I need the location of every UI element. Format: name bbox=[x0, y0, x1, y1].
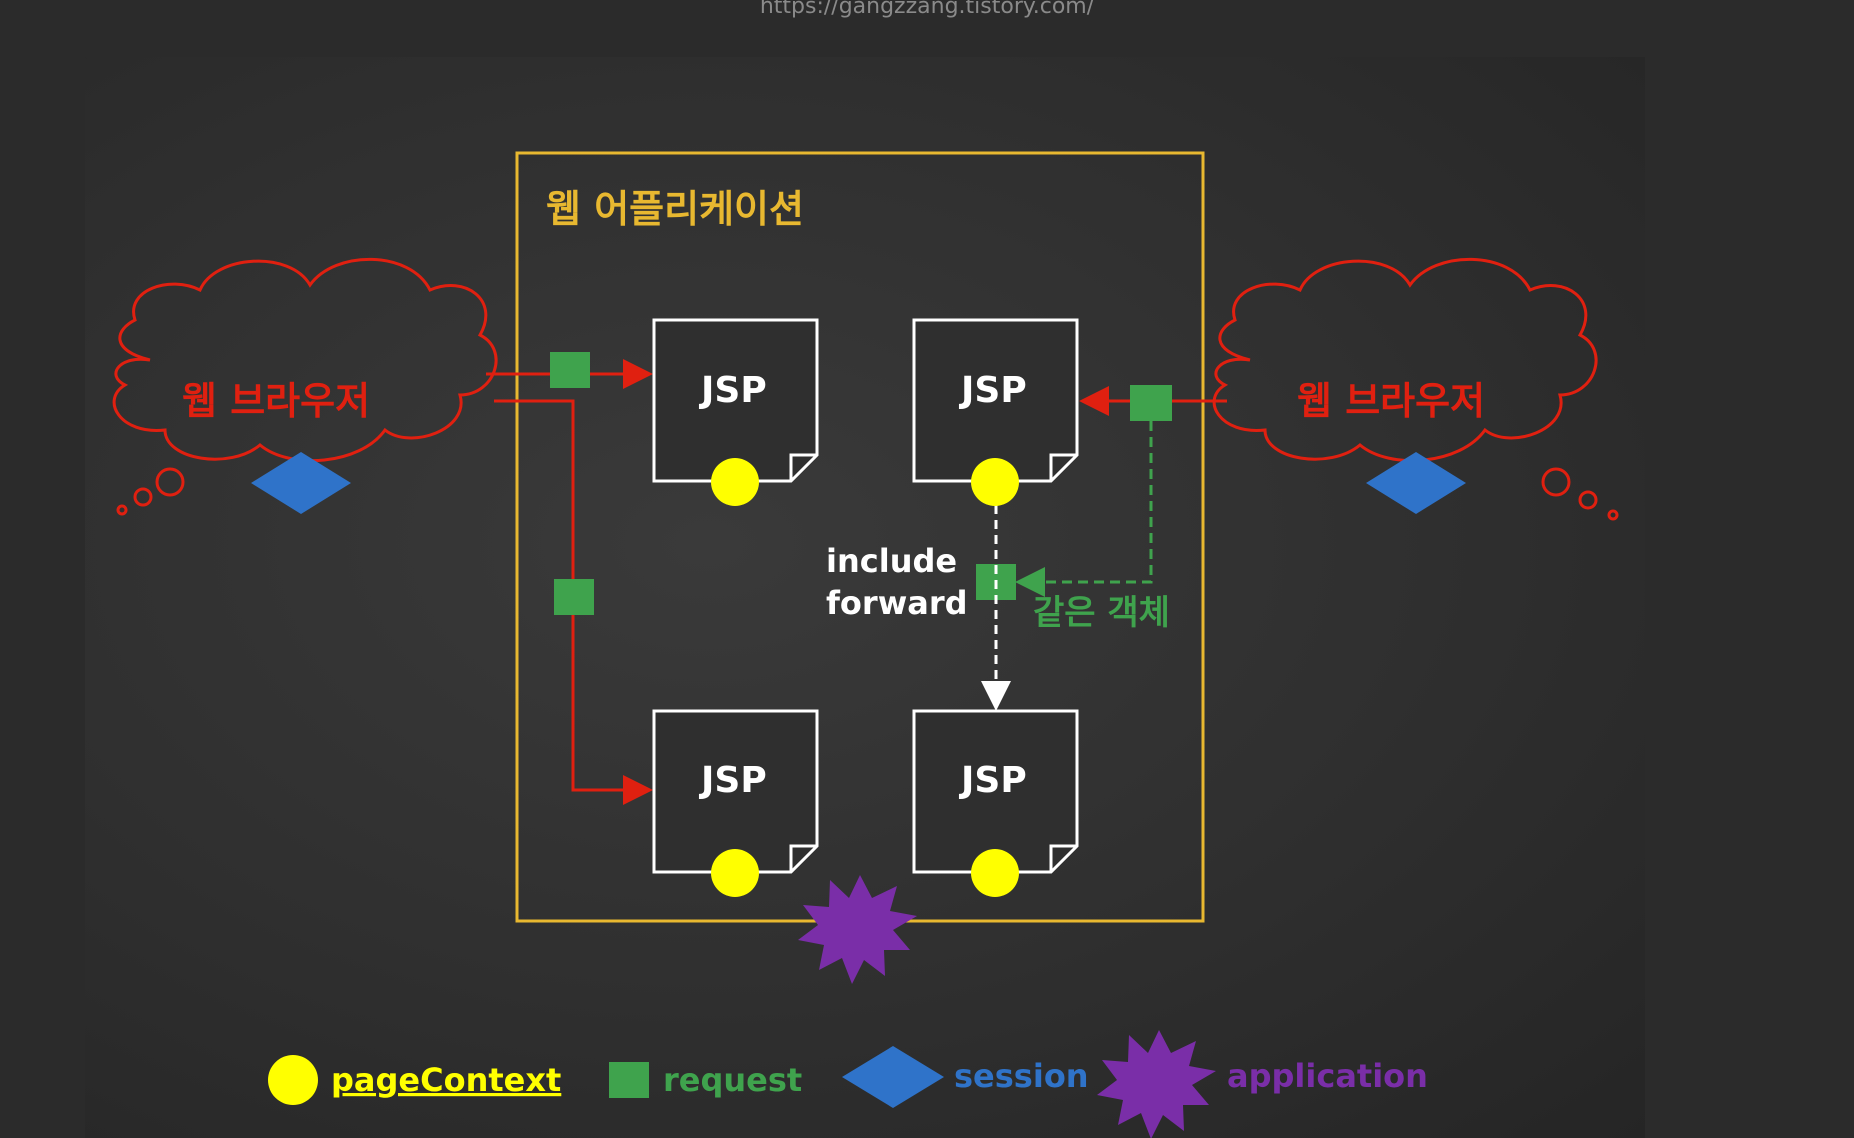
legend-request-label: request bbox=[663, 1061, 802, 1099]
request-square-top-left bbox=[550, 352, 590, 388]
application-starburst bbox=[798, 875, 917, 984]
request-square-mid-left bbox=[554, 579, 594, 615]
legend-session-icon bbox=[842, 1046, 944, 1108]
page-context-dot bbox=[971, 458, 1019, 506]
web-browser-right-label: 웹 브라우저 bbox=[1297, 379, 1485, 423]
request-square-right bbox=[1130, 385, 1172, 421]
jsp-label: JSP bbox=[698, 760, 767, 801]
web-browser-left: 웹 브라우저 bbox=[112, 257, 498, 516]
legend-request-icon bbox=[609, 1062, 649, 1098]
page-context-dot bbox=[971, 849, 1019, 897]
page-context-dot bbox=[711, 458, 759, 506]
jsp-page-top-left: JSP bbox=[652, 318, 819, 506]
jsp-label: JSP bbox=[698, 370, 767, 411]
web-browser-right: 웹 브라우저 bbox=[1212, 257, 1619, 521]
legend-page-context-icon bbox=[268, 1055, 318, 1105]
same-object-label: 같은 객체 bbox=[1033, 593, 1170, 633]
page-context-dot bbox=[711, 849, 759, 897]
same-object-dashed-arrow bbox=[1015, 421, 1153, 597]
jsp-page-bottom-left: JSP bbox=[652, 709, 819, 897]
session-diamond-left bbox=[251, 452, 351, 514]
legend: pageContext request session application bbox=[268, 1030, 1428, 1138]
web-application-container bbox=[515, 151, 1205, 923]
jsp-page-bottom-right: JSP bbox=[912, 709, 1079, 897]
legend-session-label: session bbox=[954, 1057, 1089, 1095]
legend-page-context-label: pageContext bbox=[331, 1061, 561, 1099]
web-application-title: 웹 어플리케이션 bbox=[546, 187, 804, 231]
legend-application-label: application bbox=[1227, 1057, 1428, 1095]
forward-label: forward bbox=[826, 584, 968, 622]
jsp-page-top-right: JSP bbox=[912, 318, 1079, 506]
include-label: include bbox=[826, 542, 957, 580]
web-browser-left-label: 웹 브라우저 bbox=[182, 379, 370, 423]
legend-application-icon bbox=[1097, 1030, 1216, 1138]
jsp-label: JSP bbox=[958, 760, 1027, 801]
source-url-caption: https://gangzzang.tistory.com/ bbox=[759, 0, 1095, 19]
jsp-label: JSP bbox=[958, 370, 1027, 411]
session-diamond-right bbox=[1366, 452, 1466, 514]
